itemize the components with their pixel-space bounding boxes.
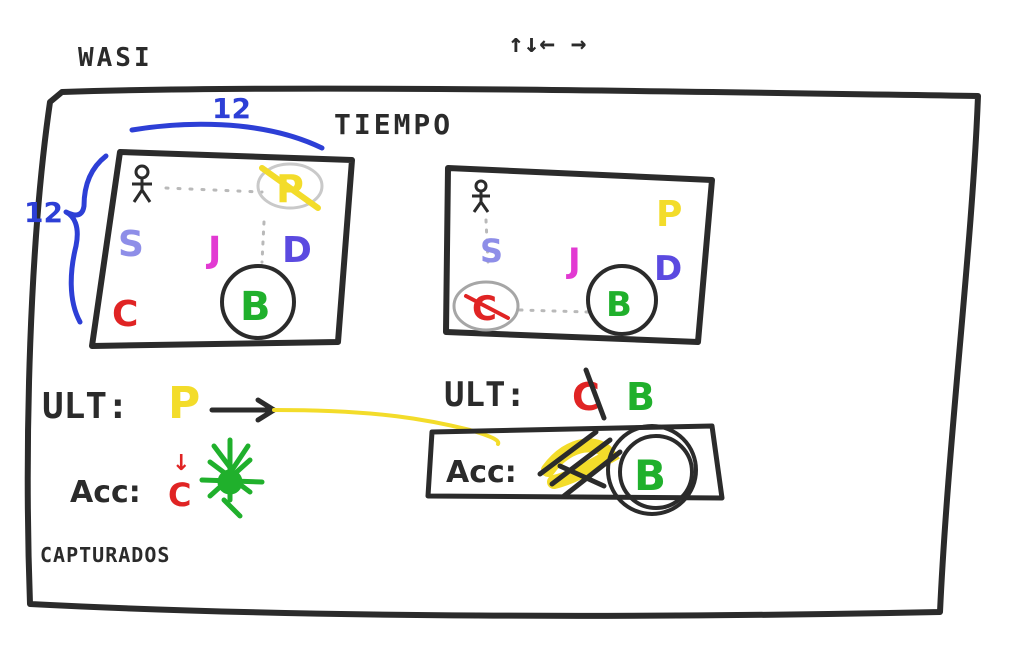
letter-j: J [566, 241, 581, 281]
right-grid-frame [443, 165, 715, 345]
letter-s: S [480, 232, 503, 270]
letter-s: S [118, 224, 144, 265]
ult-label: ULT: [42, 386, 129, 427]
captured-label: CAPTURADOS [40, 543, 170, 567]
ult-value: P [168, 378, 200, 429]
size-brace-left [63, 153, 109, 325]
letter-c: C [112, 294, 138, 335]
acc-value: C [168, 476, 191, 514]
c-circle [452, 280, 520, 332]
acc-label: Acc: [70, 475, 141, 510]
dotted-path [484, 218, 490, 264]
b-circle [586, 264, 658, 336]
person-icon [132, 164, 152, 203]
acc-value: B [634, 451, 666, 500]
b-double-circle [606, 424, 698, 516]
acc-box [425, 423, 725, 501]
target-circle [256, 162, 324, 210]
tiempo-label: TIEMPO [334, 108, 453, 141]
outer-frame [24, 85, 981, 619]
letter-b: B [240, 284, 271, 330]
letter-j: J [205, 230, 221, 271]
strike-mark [259, 165, 321, 211]
size-label-left: 12 [24, 196, 63, 229]
red-arrow-icon: ↓ [172, 451, 190, 476]
arrow-keys-label: ↑↓← → [508, 29, 586, 59]
acc-label: Acc: [446, 455, 517, 490]
dotted-path [260, 220, 266, 264]
letter-d: D [654, 249, 682, 289]
scribble-icon [199, 437, 265, 519]
title: WASI [78, 43, 153, 73]
dotted-path [164, 186, 264, 194]
left-grid-frame [89, 149, 355, 349]
letter-d: D [282, 230, 312, 271]
b-double-circle [618, 434, 694, 510]
ult-value: B [626, 375, 655, 419]
arrow-right-icon [209, 397, 277, 423]
person-icon [472, 179, 490, 213]
letter-b: B [606, 285, 632, 325]
letter-p: P [656, 194, 682, 235]
size-brace-top [129, 121, 325, 151]
connector-line [272, 408, 501, 446]
dotted-path [518, 308, 590, 314]
size-label-top: 12 [212, 92, 251, 125]
b-circle [220, 264, 296, 340]
strike-mark [583, 367, 607, 421]
ult-label: ULT: [444, 375, 526, 415]
strike-mark [464, 294, 510, 320]
